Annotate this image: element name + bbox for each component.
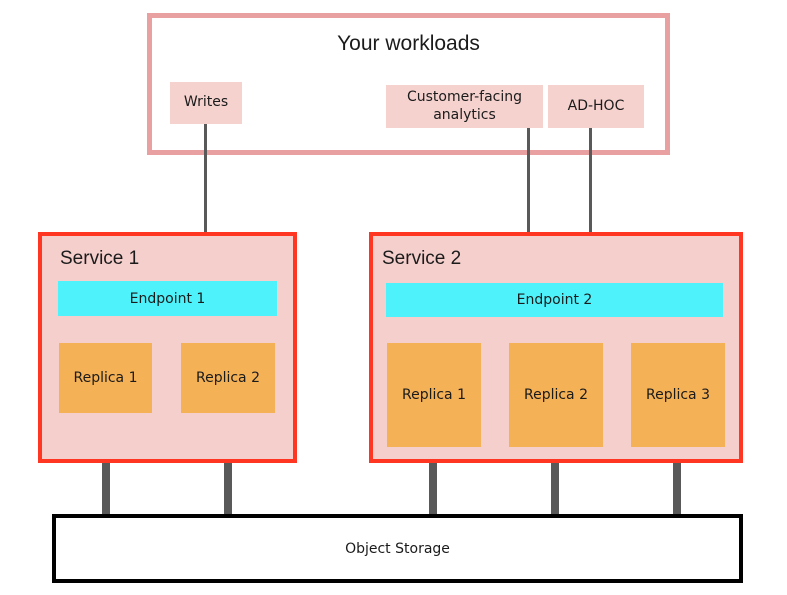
arrow-line-writes-to-endpoint-1: [204, 124, 207, 265]
workload-chip-writes[interactable]: Writes: [170, 82, 242, 124]
service-1-replica-1[interactable]: Replica 1: [59, 343, 152, 413]
arrow-line-analytics-to-endpoint-2: [527, 128, 530, 267]
workload-chip-customer-facing-analytics[interactable]: Customer-facing analytics: [386, 85, 543, 128]
object-storage-box[interactable]: Object Storage: [52, 514, 743, 583]
endpoint-2[interactable]: Endpoint 2: [386, 283, 723, 317]
pipe-s2-replica-3-to-storage: [673, 444, 681, 518]
workloads-title: Your workloads: [337, 32, 480, 55]
pipe-s2-replica-2-to-storage: [551, 444, 559, 518]
service-title-1: Service 1: [60, 248, 140, 269]
service-2-replica-2[interactable]: Replica 2: [509, 343, 603, 447]
service-1-replica-2[interactable]: Replica 2: [181, 343, 275, 413]
workload-chip-ad-hoc[interactable]: AD-HOC: [548, 85, 644, 128]
service-title-2: Service 2: [382, 248, 462, 269]
service-2-replica-3[interactable]: Replica 3: [631, 343, 725, 447]
pipe-s1-replica-2-to-storage: [224, 410, 232, 518]
endpoint-1[interactable]: Endpoint 1: [58, 281, 277, 316]
arrow-line-adhoc-to-endpoint-2: [589, 128, 592, 267]
service-2-replica-1[interactable]: Replica 1: [387, 343, 481, 447]
pipe-s2-replica-1-to-storage: [429, 444, 437, 518]
pipe-s1-replica-1-to-storage: [102, 410, 110, 518]
